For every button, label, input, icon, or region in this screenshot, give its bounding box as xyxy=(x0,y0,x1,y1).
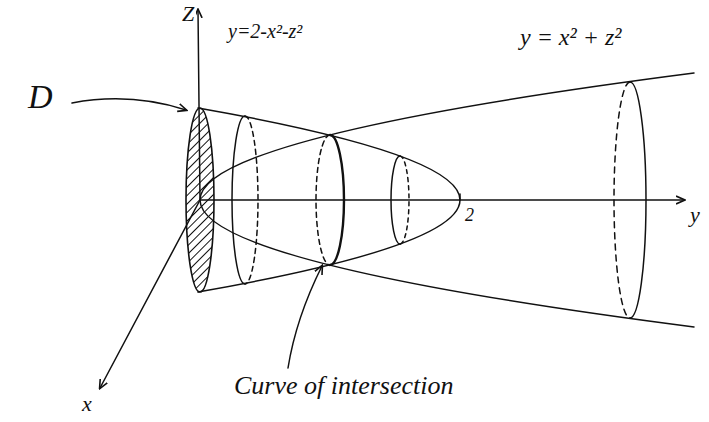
cross-section xyxy=(630,82,646,318)
cross-section-back xyxy=(614,82,630,318)
cross-section-back xyxy=(400,156,409,244)
axis-tick xyxy=(459,194,461,200)
equation-label: y=2-x²-z² xyxy=(226,20,304,42)
leader-arrow xyxy=(72,99,186,110)
equation-label: y = x² + z² xyxy=(518,24,623,50)
axis-label: y xyxy=(688,203,702,227)
cross-section-back xyxy=(245,116,258,284)
region-label: D xyxy=(26,78,55,115)
tick-label: 2 xyxy=(463,206,476,226)
intersection-curve-back xyxy=(316,135,330,265)
leader-arrow xyxy=(288,266,322,368)
axis-label: x xyxy=(80,392,94,416)
y-axis xyxy=(200,199,684,201)
region-disk xyxy=(186,108,214,292)
outer-paraboloid xyxy=(198,108,460,292)
cross-section xyxy=(391,156,400,244)
note-label: Curve of intersection xyxy=(232,372,456,401)
cross-section xyxy=(232,116,245,284)
inner-paraboloid xyxy=(200,73,694,327)
axis-label: Z xyxy=(180,2,196,26)
intersection-curve xyxy=(330,135,344,265)
x-axis xyxy=(100,200,200,388)
